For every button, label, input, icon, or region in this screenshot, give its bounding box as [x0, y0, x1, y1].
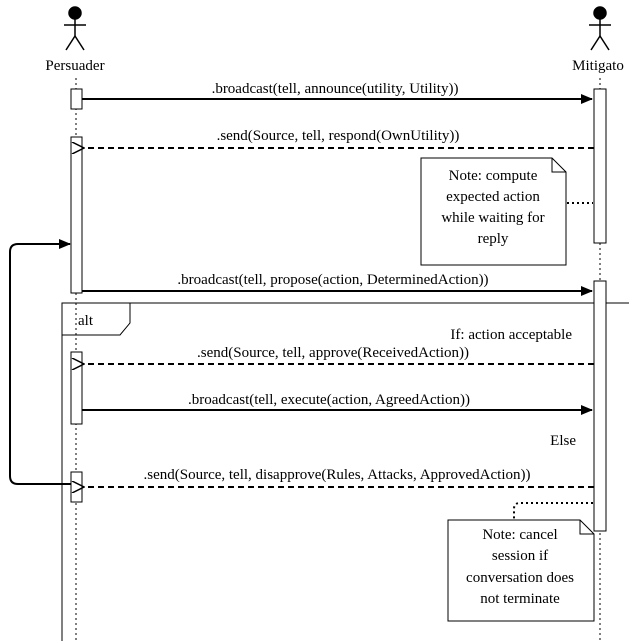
note-cancel: Note: cancel session if conversation doe… — [447, 502, 595, 622]
activation-mitigator-1 — [593, 88, 607, 244]
message-label-respond: .send(Source, tell, respond(OwnUtility)) — [217, 128, 460, 144]
actor-label-persuader: Persuader — [45, 58, 104, 74]
message-respond: .send(Source, tell, respond(OwnUtility)) — [84, 128, 594, 148]
activation-mitigator-2 — [593, 280, 607, 532]
alt-operator-tab — [62, 302, 131, 336]
message-execute: .broadcast(tell, execute(action, AgreedA… — [82, 392, 593, 415]
actor-persuader: Persuader — [45, 6, 105, 74]
actor-label-mitigator: Mitigato — [572, 58, 624, 74]
actor-mitigator: Mitigato — [572, 6, 624, 74]
note-compute-line-2: expected action — [446, 189, 540, 205]
note-compute: Note: compute expected action while wait… — [420, 157, 593, 266]
message-announce: .broadcast(tell, announce(utility, Utili… — [82, 81, 593, 104]
activation-persuader-4 — [70, 471, 83, 503]
stick-figure-icon — [64, 6, 86, 51]
message-label-approve: .send(Source, tell, approve(ReceivedActi… — [197, 345, 469, 361]
note-icon — [447, 519, 595, 622]
note-compute-line-1: Note: compute — [449, 168, 538, 184]
loop-back-arrow — [9, 239, 71, 485]
message-label-disapprove: .send(Source, tell, disapprove(Rules, At… — [144, 467, 531, 483]
activation-persuader-3 — [70, 351, 83, 425]
note-cancel-line-1: Note: cancel — [482, 527, 557, 543]
message-propose: .broadcast(tell, propose(action, Determi… — [82, 272, 593, 296]
message-label-propose: .broadcast(tell, propose(action, Determi… — [177, 272, 488, 288]
alt-guard-if: If: action acceptable — [450, 327, 572, 343]
message-label-execute: .broadcast(tell, execute(action, AgreedA… — [188, 392, 470, 408]
note-compute-line-4: reply — [478, 231, 509, 247]
message-label-announce: .broadcast(tell, announce(utility, Utili… — [212, 81, 459, 97]
alt-fragment-frame — [61, 302, 629, 641]
note-connector — [513, 502, 593, 519]
alt-fragment: alt If: action acceptable Else — [61, 302, 629, 641]
message-disapprove: .send(Source, tell, disapprove(Rules, At… — [84, 467, 594, 487]
note-cancel-line-3: conversation does — [466, 570, 574, 586]
activation-persuader-1 — [70, 88, 83, 110]
message-approve: .send(Source, tell, approve(ReceivedActi… — [84, 345, 594, 364]
note-icon — [420, 157, 567, 266]
note-cancel-line-4: not terminate — [480, 591, 560, 607]
alt-operator-label: alt — [78, 313, 94, 329]
note-cancel-line-2: session if — [492, 548, 548, 564]
alt-guard-else: Else — [550, 433, 576, 449]
note-compute-line-3: while waiting for — [441, 210, 544, 226]
activation-persuader-2 — [70, 136, 83, 294]
stick-figure-icon — [589, 6, 611, 51]
